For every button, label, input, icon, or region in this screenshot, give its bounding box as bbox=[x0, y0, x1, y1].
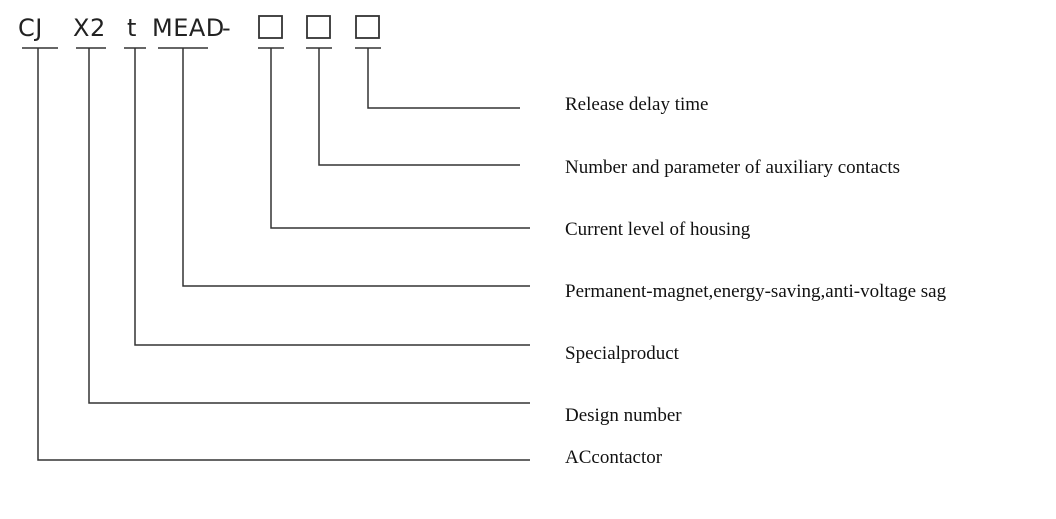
label-release-delay: Release delay time bbox=[565, 94, 709, 115]
code-segment-dash: - bbox=[222, 14, 231, 42]
label-ac-contactor: ACcontactor bbox=[565, 447, 663, 468]
label-design-number: Design number bbox=[565, 405, 682, 426]
code-segment-t: t bbox=[127, 14, 137, 42]
placeholder-box-housing-current bbox=[258, 15, 283, 39]
label-permanent-magnet: Permanent-magnet,energy-saving,anti-volt… bbox=[565, 281, 947, 302]
meaning-labels: Release delay time Number and parameter … bbox=[565, 94, 947, 468]
leader-aux-contacts bbox=[318, 48, 520, 166]
leader-current-level bbox=[270, 48, 530, 229]
label-current-level: Current level of housing bbox=[565, 219, 751, 240]
placeholder-box-release-delay bbox=[355, 15, 380, 39]
leader-release-delay bbox=[367, 48, 520, 109]
code-segment-mead: MEAD bbox=[152, 14, 225, 42]
leader-lines bbox=[37, 48, 530, 461]
label-special-product: Specialproduct bbox=[565, 343, 680, 364]
code-segment-cj: CJ bbox=[18, 14, 43, 42]
leader-design-number bbox=[88, 48, 530, 404]
code-segment-x2: X2 bbox=[73, 14, 106, 42]
model-code: CJ X2 t MEAD - bbox=[18, 14, 380, 42]
leader-permanent-magnet bbox=[182, 48, 530, 287]
label-aux-contacts: Number and parameter of auxiliary contac… bbox=[565, 157, 900, 178]
placeholder-box-auxiliary-contacts bbox=[306, 15, 331, 39]
leader-ac-contactor bbox=[37, 48, 530, 461]
leader-special-product bbox=[134, 48, 530, 346]
